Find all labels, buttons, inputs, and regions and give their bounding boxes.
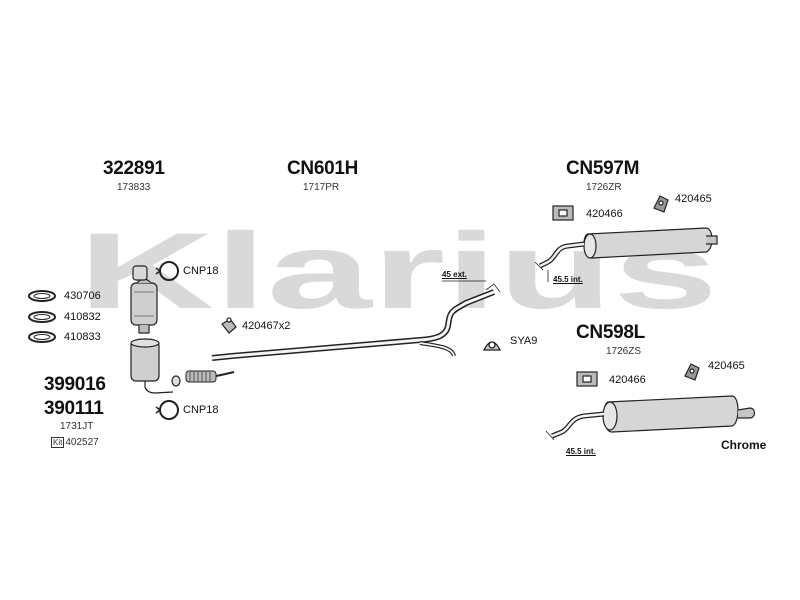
watermark: Klarius <box>78 210 718 331</box>
part-sub-1731jt: 1731JT <box>60 421 94 432</box>
rubber-label-l-420466: 420466 <box>609 374 646 386</box>
part-sub-1726zr: 1726ZR <box>586 182 622 193</box>
gasket-icon <box>28 311 56 323</box>
hanger-label: 420467x2 <box>242 320 291 332</box>
part-number-cn597m: CN597M <box>566 158 640 179</box>
part-sub-173833: 173833 <box>117 182 151 193</box>
rubber-label-m-420466: 420466 <box>586 208 623 220</box>
clamp-icon <box>155 400 179 420</box>
measurement-45-5-int-l: 45.5 int. <box>566 447 596 456</box>
clamp-label-top: CNP18 <box>183 265 219 277</box>
part-number-399016: 399016 <box>44 374 106 395</box>
rear-silencer-l <box>545 395 756 441</box>
part-number-cn598l: CN598L <box>576 322 645 343</box>
part-sub-1717pr: 1717PR <box>303 182 340 193</box>
gasket-label-410833: 410833 <box>64 331 101 343</box>
measurement-45-5-int-m: 45.5 int. <box>553 275 583 284</box>
rubber-mount-icon <box>576 371 598 387</box>
hanger-icon <box>221 317 237 334</box>
rear-silencer-m <box>534 227 718 271</box>
kit-tag: Kit <box>51 437 65 448</box>
clamp-label-bottom: CNP18 <box>183 404 219 416</box>
rubber-mount-icon <box>653 195 669 213</box>
part-number-cn601h: CN601H <box>287 158 359 179</box>
part-number-322891: 322891 <box>103 158 165 179</box>
flex-pipe <box>185 370 235 383</box>
clamp-icon <box>155 261 179 281</box>
rubber-mount-icon <box>552 205 574 221</box>
dimension-line <box>442 280 501 293</box>
rubber-label-l-420465: 420465 <box>708 360 745 372</box>
gasket-icon <box>28 290 56 302</box>
particulate-filter <box>130 338 181 394</box>
part-sub-1726zs: 1726ZS <box>606 346 642 357</box>
middle-pipe <box>211 289 496 361</box>
mount-label-sya9: SYA9 <box>510 335 538 347</box>
gasket-label-410832: 410832 <box>64 311 101 323</box>
rubber-mount-icon <box>684 363 700 381</box>
kit-code: 402527 <box>65 437 99 448</box>
part-number-390111: 390111 <box>44 398 104 419</box>
measurement-45-ext: 45 ext. <box>442 270 467 279</box>
gasket-label-430706: 430706 <box>64 290 101 302</box>
catalytic-converter <box>130 265 158 334</box>
rubber-label-m-420465: 420465 <box>675 193 712 205</box>
finish-chrome: Chrome <box>721 438 767 452</box>
mount-icon <box>482 341 502 351</box>
gasket-icon <box>28 331 56 343</box>
